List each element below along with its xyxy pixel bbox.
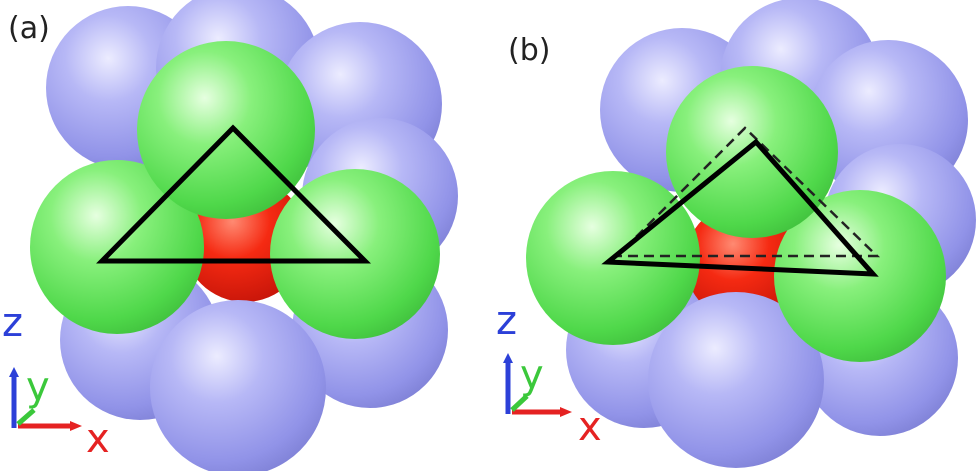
panel-b: (b) z y x: [496, 0, 976, 468]
x-axis-label: x: [578, 404, 602, 450]
panel-b-label: (b): [508, 33, 550, 68]
dashed-reference-triangle: [613, 126, 881, 258]
blue-sphere: [648, 292, 824, 468]
triangle-outline: [96, 124, 372, 264]
y-axis-arrow: [16, 408, 36, 426]
z-axis-label: z: [496, 298, 517, 344]
y-axis-arrow: [510, 394, 529, 412]
green-sphere: [774, 190, 946, 362]
axes-indicator: z y x: [2, 300, 110, 462]
y-axis-label: y: [520, 352, 544, 398]
axes-indicator: z y x: [496, 298, 602, 450]
panel-a: (a) z y x: [2, 0, 458, 471]
z-axis-label: z: [2, 300, 23, 346]
green-sphere: [666, 66, 838, 238]
green-sphere: [137, 41, 315, 219]
triangle-outline: [601, 138, 879, 277]
x-axis-label: x: [86, 416, 110, 462]
y-axis-label: y: [26, 364, 50, 410]
blue-sphere: [150, 300, 326, 471]
panel-a-label: (a): [8, 11, 50, 46]
